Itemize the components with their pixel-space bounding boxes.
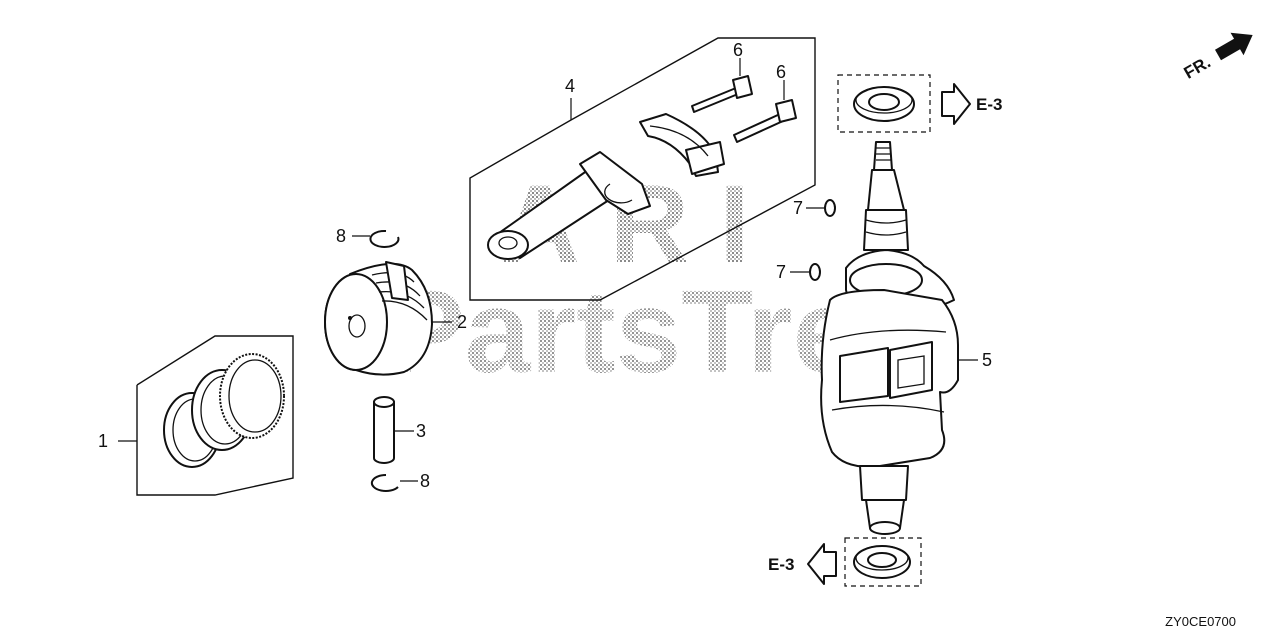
callout-piston: 2 bbox=[457, 312, 467, 332]
oil-seal-top: E-3 bbox=[837, 74, 1002, 133]
reference-arrow-left-icon bbox=[807, 543, 837, 585]
callout-connecting-rod: 4 bbox=[565, 76, 575, 96]
arrow-right-icon bbox=[1215, 32, 1253, 61]
front-orientation-indicator: FR. bbox=[1181, 32, 1253, 83]
connecting-rod-bolt-b: 6 bbox=[733, 62, 797, 143]
callout-piston-rings: 1 bbox=[98, 431, 108, 451]
callout-clip-lower: 8 bbox=[420, 471, 430, 491]
callout-bolt-b: 6 bbox=[776, 62, 786, 82]
piston-rings-set: 1 bbox=[98, 335, 294, 496]
piston-pin-clip-lower: 8 bbox=[370, 471, 430, 492]
reference-top-seal: E-3 bbox=[976, 95, 1002, 114]
reference-arrow-right-icon bbox=[941, 83, 971, 125]
callout-piston-pin: 3 bbox=[416, 421, 426, 441]
reference-bottom-seal: E-3 bbox=[768, 555, 794, 574]
piston: 2 bbox=[324, 261, 467, 376]
callout-key-upper: 7 bbox=[793, 198, 803, 218]
crankshaft: 5 bbox=[820, 141, 992, 535]
connecting-rod-assembly: 4 bbox=[469, 37, 816, 301]
orientation-label: FR. bbox=[1181, 53, 1214, 83]
callout-bolt-a: 6 bbox=[733, 40, 743, 60]
crankshaft-key-upper: 7 bbox=[793, 198, 836, 218]
callout-crankshaft: 5 bbox=[982, 350, 992, 370]
piston-pin-clip-upper: 8 bbox=[336, 226, 400, 248]
crankshaft-key-lower: 7 bbox=[776, 262, 821, 282]
oil-seal-bottom: E-3 bbox=[768, 537, 922, 587]
callout-key-lower: 7 bbox=[776, 262, 786, 282]
diagram-code: ZY0CE0700 bbox=[1165, 614, 1236, 629]
connecting-rod-bolt-a: 6 bbox=[691, 40, 753, 113]
piston-pin: 3 bbox=[373, 396, 426, 464]
callout-clip-upper: 8 bbox=[336, 226, 346, 246]
